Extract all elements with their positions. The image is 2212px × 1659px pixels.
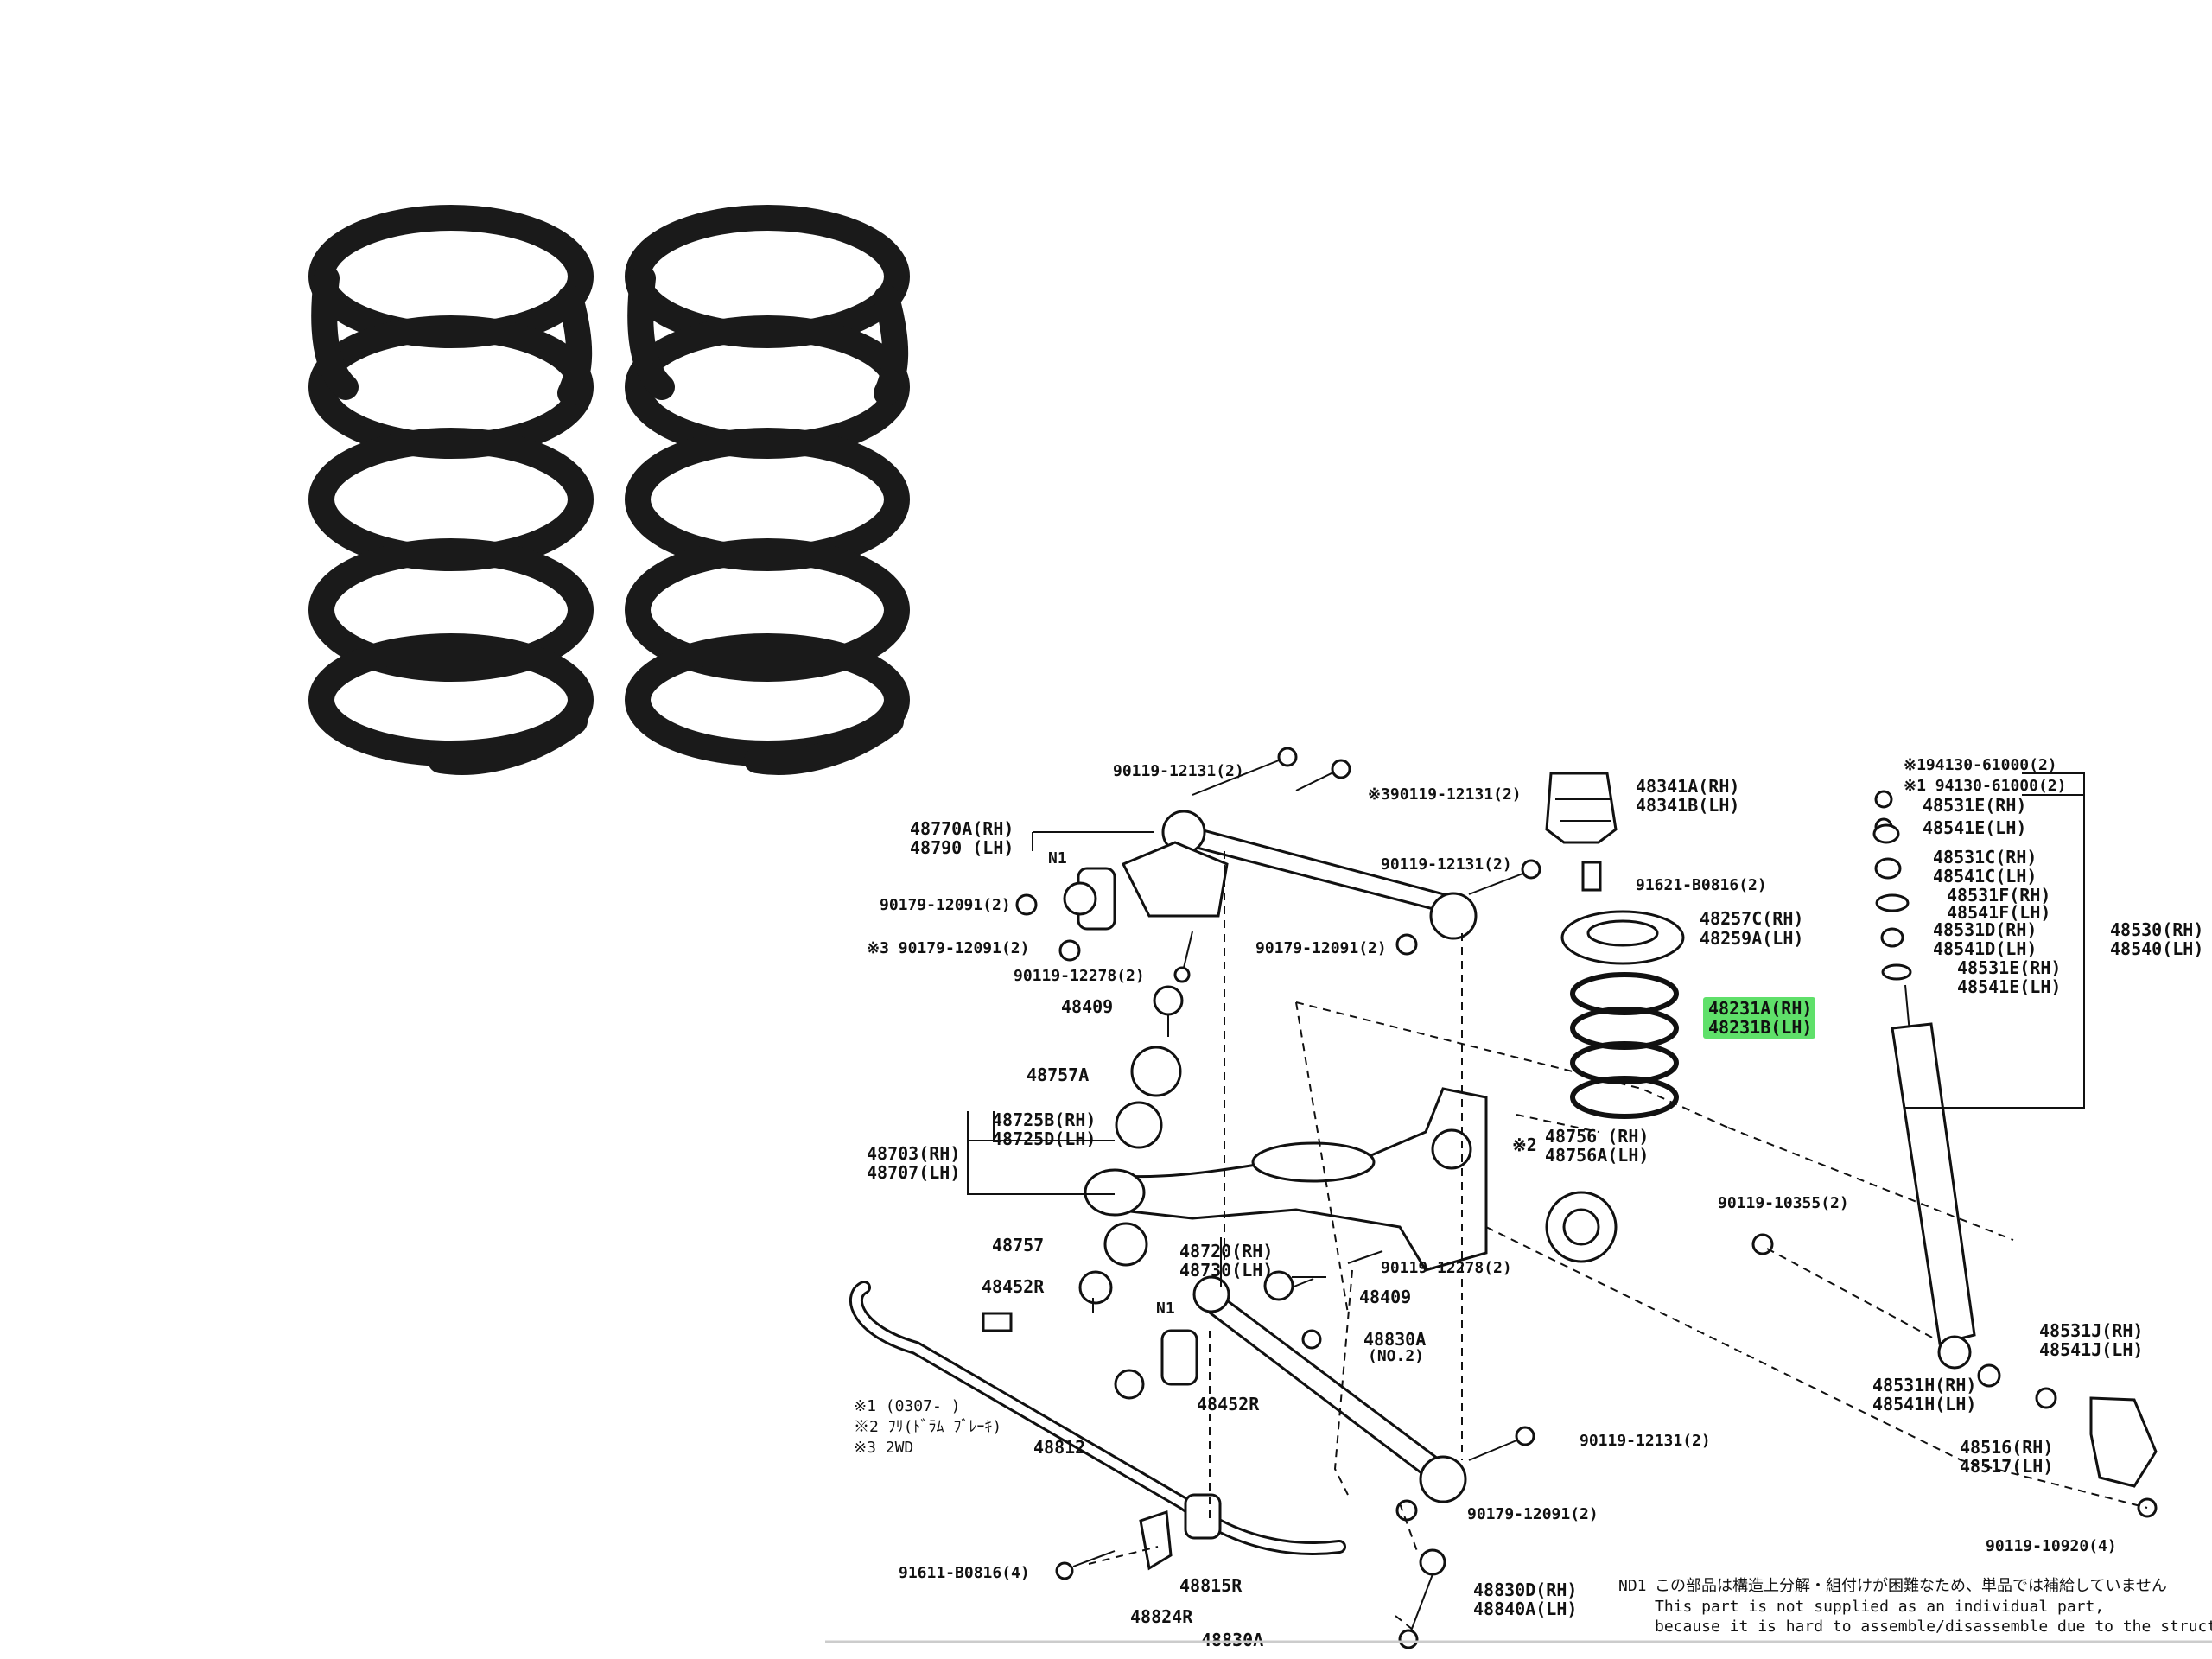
nd1-note-line-2: because it is hard to assemble/disassemb… xyxy=(1655,1618,2212,1636)
part-label: 48725D(LH) xyxy=(992,1128,1096,1149)
part-label: 90179-12091(2) xyxy=(1255,939,1387,957)
part-label: 48541F(LH) xyxy=(1947,902,2050,923)
footnote-3: ※3 2WD xyxy=(854,1439,913,1457)
part-label: 48231A(RH) xyxy=(1708,998,1812,1019)
part-label: 48725B(RH) xyxy=(992,1109,1096,1130)
part-label: ※194130-61000(2) xyxy=(1904,756,2057,774)
part-label: 48830A xyxy=(1363,1329,1426,1350)
part-label: 48259A(LH) xyxy=(1700,928,1803,949)
part-label: 90119-10920(4) xyxy=(1986,1537,2117,1555)
part-label: 48452R xyxy=(982,1276,1045,1297)
part-label: 48757 xyxy=(992,1235,1044,1255)
highlight-marker xyxy=(1703,997,1815,1039)
nd1-tag: ND1 xyxy=(1618,1577,1647,1595)
nd1-note-japanese: この部品は構造上分解・組付けが困難なため、単品では補給していません xyxy=(1655,1577,2167,1595)
part-label: ※2 xyxy=(1512,1135,1537,1155)
part-label: 48730(LH) xyxy=(1179,1260,1273,1281)
part-label: 48707(LH) xyxy=(867,1162,960,1183)
part-label: 48531E(RH) xyxy=(1957,957,2061,978)
part-label: 48531C(RH) xyxy=(1933,847,2037,868)
part-label: 90119-12278(2) xyxy=(1381,1259,1512,1277)
part-label: 48812 xyxy=(1033,1437,1085,1458)
part-label: ※3 90179-12091(2) xyxy=(867,939,1029,957)
part-label: 48531F(RH) xyxy=(1947,885,2050,906)
coil-spring-photo-left xyxy=(308,205,594,775)
part-label: 90119-10355(2) xyxy=(1718,1194,1849,1212)
part-label: 90119-12131(2) xyxy=(1113,762,1244,780)
part-label: 48541E(LH) xyxy=(1923,817,2026,838)
part-label: 48790 (LH) xyxy=(910,837,1014,858)
part-label: 48541J(LH) xyxy=(2039,1339,2143,1360)
part-label: 48531J(RH) xyxy=(2039,1320,2143,1341)
part-label: 90119-12278(2) xyxy=(1014,967,1145,985)
part-label: 90179-12091(2) xyxy=(880,896,1011,914)
part-label: 48824R xyxy=(1130,1606,1193,1627)
part-label: 90119-12131(2) xyxy=(1381,855,1512,874)
diagram-drawing xyxy=(849,747,2158,1649)
part-label: 48757A xyxy=(1027,1065,1089,1085)
part-label: 48756A(LH) xyxy=(1545,1145,1649,1166)
part-label: 90119-12131(2) xyxy=(1580,1432,1711,1450)
part-label: 48231B(LH) xyxy=(1708,1017,1812,1038)
part-label: 48531D(RH) xyxy=(1933,919,2037,940)
footnote-2: ※2 ﾌﾘ(ﾄﾞﾗﾑ ﾌﾞﾚｰｷ) xyxy=(854,1418,1001,1436)
part-label: 48541C(LH) xyxy=(1933,866,2037,887)
part-label: 48541D(LH) xyxy=(1933,938,2037,959)
part-label: 48541E(LH) xyxy=(1957,976,2061,997)
part-label: (NO.2) xyxy=(1368,1347,1424,1365)
part-label: 48530(RH) xyxy=(2110,919,2203,940)
coil-spring-photo-right xyxy=(625,205,910,775)
part-label: 91621-B0816(2) xyxy=(1636,876,1767,894)
part-label: 91611-B0816(4) xyxy=(899,1564,1030,1582)
part-label: 48541H(LH) xyxy=(1872,1394,1976,1414)
part-label: 48703(RH) xyxy=(867,1143,960,1164)
part-label: 48341B(LH) xyxy=(1636,795,1739,816)
part-label: 48409 xyxy=(1359,1287,1411,1307)
part-label: 48815R xyxy=(1179,1575,1243,1596)
part-label: N1 xyxy=(1048,849,1067,868)
part-label: ※1 94130-61000(2) xyxy=(1904,777,2066,795)
part-labels: 90119-12131(2) ※390119-12131(2) 48341A(R… xyxy=(854,756,2212,1650)
part-label: 48409 xyxy=(1061,996,1113,1017)
part-label: 48830A xyxy=(1201,1630,1263,1650)
part-label: 48720(RH) xyxy=(1179,1241,1273,1262)
part-label: N1 xyxy=(1156,1300,1175,1318)
part-label: 48531E(RH) xyxy=(1923,795,2026,816)
part-label: 90179-12091(2) xyxy=(1467,1505,1599,1523)
part-label: 48756 (RH) xyxy=(1545,1126,1649,1147)
part-label: 48517(LH) xyxy=(1960,1456,2053,1477)
part-label: 48830D(RH) xyxy=(1473,1580,1577,1600)
part-label: 48840A(LH) xyxy=(1473,1599,1577,1619)
part-label: 48540(LH) xyxy=(2110,938,2203,959)
part-label: 48257C(RH) xyxy=(1700,908,1803,929)
part-label: 48516(RH) xyxy=(1960,1437,2053,1458)
footnote-1: ※1 (0307- ) xyxy=(854,1397,960,1415)
part-label: 48452R xyxy=(1197,1394,1260,1414)
part-label: ※390119-12131(2) xyxy=(1368,785,1522,804)
part-label: 48341A(RH) xyxy=(1636,776,1739,797)
part-label: 48770A(RH) xyxy=(910,818,1014,839)
part-label: 48531H(RH) xyxy=(1872,1375,1976,1395)
nd1-note-line-1: This part is not supplied as an individu… xyxy=(1655,1598,2104,1616)
